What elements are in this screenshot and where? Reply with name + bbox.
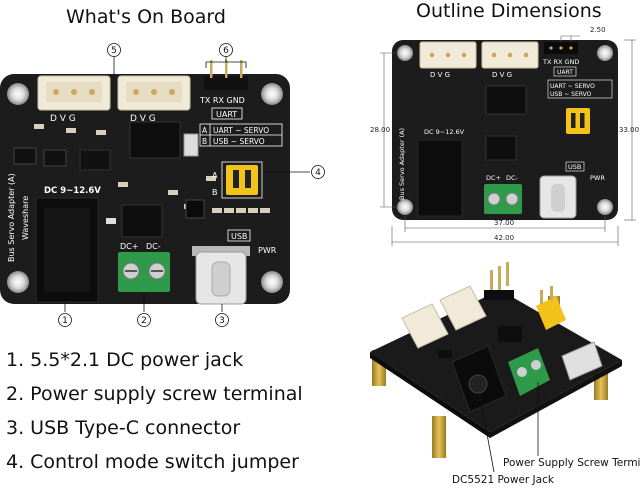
usb-c-connector [192,246,250,305]
dim-uart-pins: TX RX GND [542,58,579,66]
servo-header-right [117,75,191,111]
legend-item-screw-terminal: 2. Power supply screw terminal [6,383,303,405]
marker-2 [137,313,151,327]
marker-3-label: 3 [219,316,225,326]
dim-servo-pins-left: D V G [430,71,450,79]
legend-item-jumper: 4. Control mode switch jumper [6,451,299,473]
dim-servo-pins-right: D V G [492,71,512,79]
left-title: What's On Board [66,6,226,28]
legend-item-usb-c: 3. USB Type-C connector [6,417,241,439]
marker-4-label: 4 [315,168,321,178]
callout-lines [64,56,310,312]
jumper-a: A [212,171,218,180]
marker-5-label: 5 [111,46,117,56]
mode-b-label: USB ~ SERVO [213,137,265,146]
dim-dc-minus: DC- [506,174,519,182]
marker-3 [215,313,229,327]
jumper-b: B [212,188,218,197]
dim-height-inner: 28.00 [370,126,390,134]
mounting-hole [7,83,29,105]
uart-label: UART [216,110,237,119]
dc-voltage-label: DC 9~12.6V [44,186,101,196]
dc-plus-label: DC+ [120,242,138,251]
dimension-board: D V G D V G TX RX GND UART UART ~ SERVO … [392,40,618,220]
dimension-labels: 2.50 28.00 33.00 37.00 42.00 [370,26,639,242]
marker-1 [58,313,72,327]
board-name: Bus Servo Adapter (A) [7,173,16,262]
legend-item-dc-jack: 1. 5.5*2.1 DC power jack [6,349,244,371]
callout-screw-terminal: Power Supply Screw Terminal [503,457,640,469]
pwr-label: PWR [258,246,277,255]
regulator-chip [129,121,181,159]
marker-5 [107,43,121,57]
servo-pins-right: D V G [130,114,156,124]
dimension-lines [380,35,636,246]
right-title: Outline Dimensions [416,0,602,22]
mounting-hole [261,83,283,105]
dc-power-jack [35,197,99,303]
mode-a-label: UART ~ SERVO [213,126,269,135]
marker-4 [311,165,325,179]
marker-6-label: 6 [223,46,229,56]
dim-mode-a: UART ~ SERVO [550,83,595,90]
mode-a-letter: A [202,126,208,135]
dc-minus-label: DC- [146,242,161,251]
uart-pins: TX RX GND [199,96,245,105]
dim-mode-b: USB ~ SERVO [550,91,592,98]
screw-terminal [118,252,170,292]
dim-height-outer: 33.00 [619,126,639,134]
dim-usb-label: USB [568,163,581,171]
dim-width-inner: 37.00 [494,219,514,227]
dim-pwr-label: PWR [590,174,605,182]
dim-dc-label: DC 9~12.6V [424,128,465,136]
servo-header-left [37,75,111,111]
left-board: D V G D V G TX RX GND UART A B UART ~ SE… [0,60,290,305]
servo-pins-left: D V G [50,114,76,124]
perspective-board [370,262,622,458]
mode-b-letter: B [202,137,207,146]
dim-dc-plus: DC+ [486,174,501,182]
dim-board-name: Bus Servo Adapter (A) [398,128,406,200]
usb-label: USB [231,232,247,241]
dim-uart-label: UART [557,69,573,76]
mounting-hole [261,271,283,293]
marker-2-label: 2 [141,316,147,326]
dim-pin-pitch: 2.50 [590,26,606,34]
callout-markers [58,43,325,327]
board-brand: Waveshare [21,196,30,240]
uart-header [204,60,248,90]
marker-1-label: 1 [62,316,68,326]
callout-dc-jack: DC5521 Power Jack [452,474,554,486]
mounting-hole [7,271,29,293]
photo-callout-lines [479,382,539,473]
mode-jumper [221,161,263,199]
driver-chip [121,204,163,238]
marker-6 [219,43,233,57]
dim-width-outer: 42.00 [494,234,514,242]
component-legend: 1. 5.5*2.1 DC power jack 2. Power supply… [6,343,303,479]
